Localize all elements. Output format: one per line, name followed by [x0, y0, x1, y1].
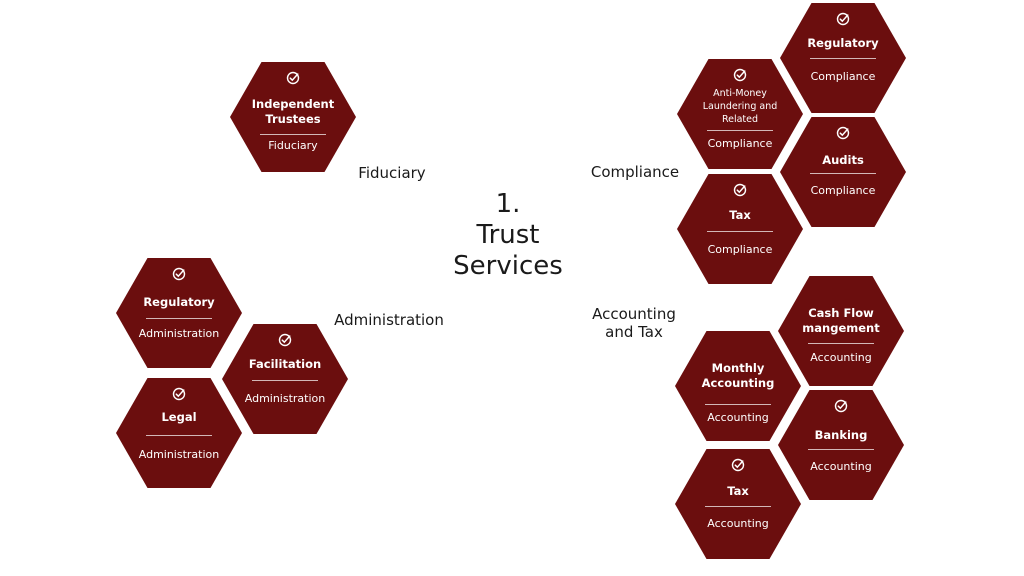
circled-check-icon	[116, 387, 242, 401]
hex-divider	[810, 173, 876, 174]
hex-accounting-banking: Banking Accounting	[778, 390, 904, 500]
group-label-accounting-line-1: Accounting	[592, 305, 676, 323]
group-label-fiduciary: Fiduciary	[358, 164, 426, 182]
hex-admin-legal: Legal Administration	[116, 378, 242, 488]
hex-divider	[705, 404, 771, 405]
hex-category: Accounting	[810, 351, 872, 364]
circled-check-icon	[677, 68, 803, 82]
hex-divider	[808, 343, 874, 344]
hex-title: Independent Trustees	[251, 97, 335, 126]
hex-category: Accounting	[707, 517, 769, 530]
hex-accounting-monthly: Monthly Accounting Accounting	[675, 331, 801, 441]
hex-divider	[707, 231, 773, 232]
hex-divider	[705, 506, 771, 507]
circled-check-icon	[780, 12, 906, 26]
hex-category: Accounting	[707, 411, 769, 424]
hex-title: Regulatory	[143, 294, 215, 309]
circled-check-icon	[780, 126, 906, 140]
circled-check-icon	[677, 183, 803, 197]
hex-divider	[146, 318, 212, 319]
hex-category: Compliance	[707, 243, 773, 256]
hex-divider	[260, 134, 326, 135]
hex-title: Facilitation	[248, 356, 322, 371]
hex-category: Administration	[138, 327, 220, 340]
hex-divider	[252, 380, 318, 381]
circled-check-icon	[116, 267, 242, 281]
hex-category: Compliance	[810, 70, 876, 83]
hex-compliance-tax: Tax Compliance	[677, 174, 803, 284]
diagram-title: 1. Trust Services	[438, 189, 578, 282]
hex-title: Regulatory	[807, 35, 879, 50]
group-label-accounting-line-2: and Tax	[605, 323, 663, 341]
hex-title: Anti-Money Laundering and Related	[702, 87, 778, 125]
hex-category: Accounting	[810, 460, 872, 473]
circled-check-icon	[222, 333, 348, 347]
hex-title: Banking	[814, 427, 868, 442]
hex-admin-regulatory: Regulatory Administration	[116, 258, 242, 368]
hex-title: Tax	[729, 207, 751, 222]
hex-divider	[707, 130, 773, 131]
hex-title: Monthly Accounting	[701, 361, 775, 390]
hex-category: Compliance	[707, 137, 773, 150]
hex-title: Tax	[727, 483, 749, 498]
hex-divider	[810, 58, 876, 59]
hex-admin-facilitation: Facilitation Administration	[222, 324, 348, 434]
hex-title: Legal	[161, 409, 197, 424]
hex-title: Cash Flow mangement	[802, 306, 880, 335]
title-line-2: Services	[453, 251, 563, 281]
hex-divider	[808, 449, 874, 450]
hex-title: Audits	[822, 152, 864, 167]
group-label-compliance: Compliance	[590, 163, 680, 181]
hex-compliance-regulatory: Regulatory Compliance	[780, 3, 906, 113]
group-label-administration: Administration	[334, 311, 444, 329]
group-label-accounting-and-tax: Accounting and Tax	[576, 305, 692, 341]
hex-category: Fiduciary	[268, 139, 318, 152]
hex-accounting-tax: Tax Accounting	[675, 449, 801, 559]
circled-check-icon	[778, 399, 904, 413]
hex-category: Administration	[244, 392, 326, 405]
hex-category: Administration	[138, 448, 220, 461]
hex-accounting-cash-flow: Cash Flow mangement Accounting	[778, 276, 904, 386]
hex-category: Compliance	[810, 184, 876, 197]
hex-independent-trustees: Independent Trustees Fiduciary	[230, 62, 356, 172]
hex-compliance-aml: Anti-Money Laundering and Related Compli…	[677, 59, 803, 169]
hex-divider	[146, 435, 212, 436]
circled-check-icon	[230, 71, 356, 85]
circled-check-icon	[675, 458, 801, 472]
title-line-1: Trust	[476, 220, 540, 250]
hex-compliance-audits: Audits Compliance	[780, 117, 906, 227]
title-number: 1.	[495, 189, 521, 219]
